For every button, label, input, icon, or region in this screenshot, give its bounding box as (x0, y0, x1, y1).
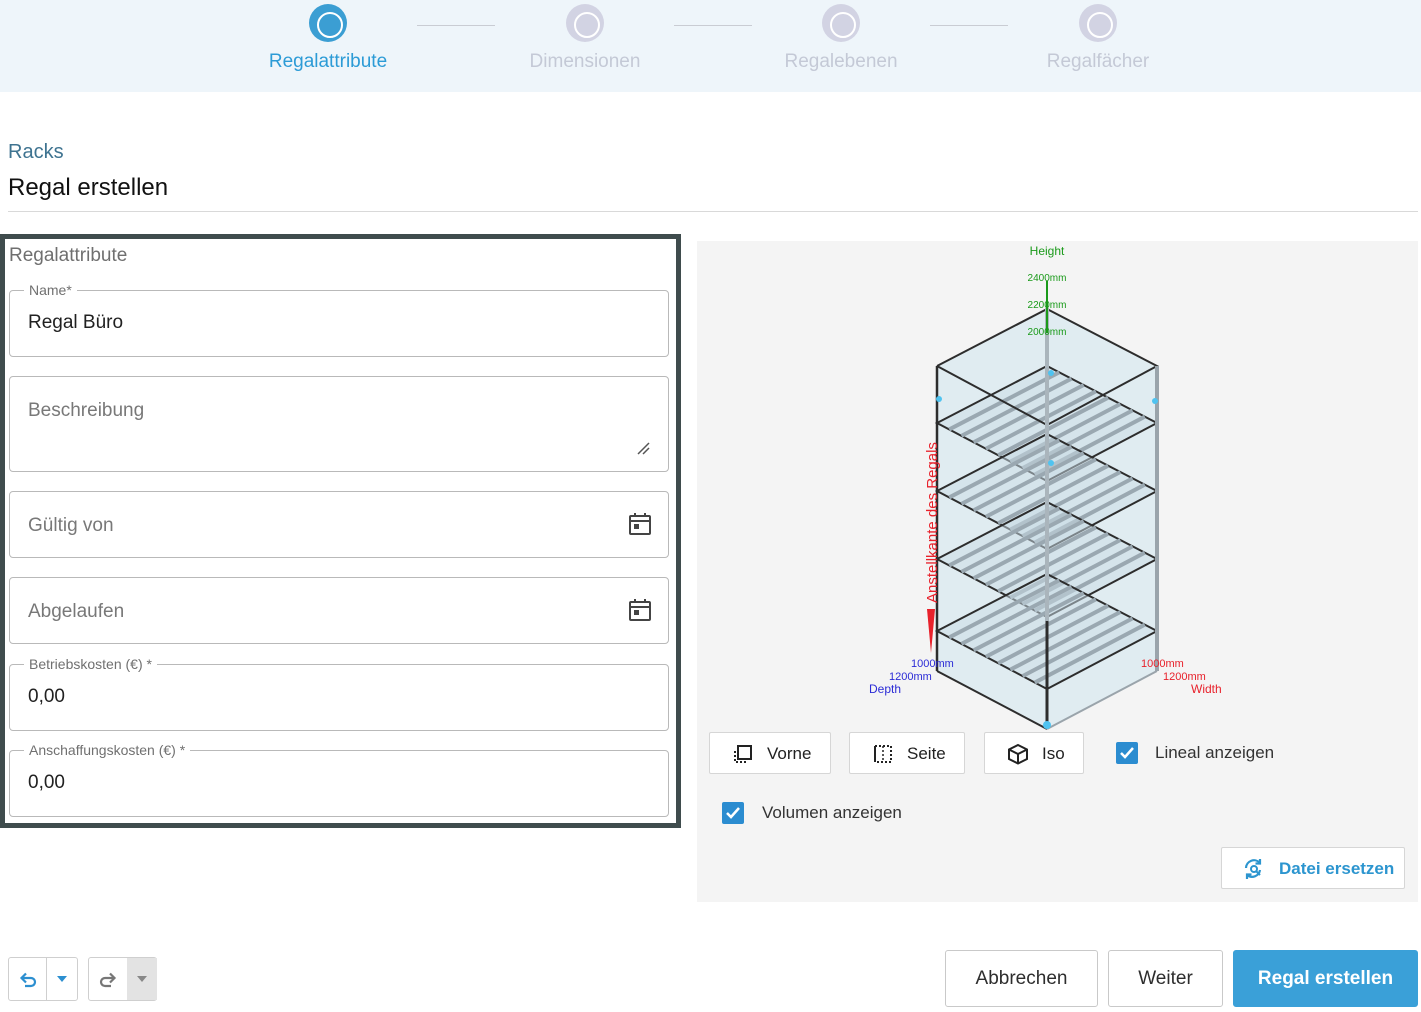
breadcrumb[interactable]: Racks (8, 141, 64, 163)
acquisition-cost-value[interactable]: 0,00 (28, 772, 65, 793)
check-icon (1120, 747, 1134, 759)
calendar-icon[interactable] (628, 598, 652, 622)
show-volume-checkbox[interactable] (722, 802, 744, 824)
operating-cost-value[interactable]: 0,00 (28, 686, 65, 707)
cube-icon (1008, 743, 1028, 765)
description-field[interactable]: Beschreibung (9, 376, 669, 472)
check-icon (726, 807, 740, 819)
depth-mark: 1000mm (911, 658, 954, 670)
iso-view-button[interactable]: Iso (984, 732, 1084, 774)
rack-attributes-form: Regalattribute Name* Regal Büro Beschrei… (0, 234, 681, 828)
name-label: Name* (24, 282, 77, 298)
step-inactive-icon (822, 4, 860, 42)
show-volume-label[interactable]: Volumen anzeigen (762, 803, 902, 822)
next-button[interactable]: Weiter (1108, 950, 1223, 1007)
replace-file-button[interactable]: Datei ersetzen (1221, 847, 1405, 889)
description-placeholder: Beschreibung (28, 400, 145, 421)
height-label: Height (1030, 244, 1065, 258)
front-view-button[interactable]: Vorne (709, 732, 831, 774)
side-view-label: Seite (907, 744, 946, 763)
edge-label: Anstellkante des Regals (924, 442, 941, 603)
undo-dropdown-button[interactable] (47, 958, 77, 1000)
step-active-icon (309, 4, 347, 42)
redo-dropdown-button[interactable] (127, 958, 157, 1000)
iso-view-label: Iso (1042, 744, 1065, 763)
height-mark: 2400mm (1028, 273, 1067, 284)
step-inactive-icon (566, 4, 604, 42)
acquisition-cost-field[interactable]: Anschaffungskosten (€) * 0,00 (9, 742, 669, 817)
front-view-label: Vorne (767, 744, 812, 763)
calendar-icon[interactable] (628, 512, 652, 536)
step-label: Regalfächer (1046, 51, 1150, 72)
step-label: Dimensionen (529, 51, 641, 72)
step-connector (930, 25, 1008, 26)
acquisition-cost-label: Anschaffungskosten (€) * (24, 742, 191, 758)
side-view-icon (874, 745, 892, 763)
create-rack-button[interactable]: Regal erstellen (1233, 950, 1418, 1007)
show-ruler-label[interactable]: Lineal anzeigen (1155, 743, 1275, 762)
cancel-button[interactable]: Abbrechen (945, 950, 1098, 1007)
step-connector (417, 25, 495, 26)
depth-mark: 1200mm (889, 671, 932, 683)
name-value[interactable]: Regal Büro (28, 312, 124, 333)
width-label: Width (1191, 682, 1222, 696)
height-mark: 2000mm (1028, 327, 1067, 338)
resize-handle-icon[interactable] (636, 441, 650, 455)
redo-icon (99, 972, 117, 988)
step-inactive-icon (1079, 4, 1117, 42)
section-title: Regalattribute (9, 245, 128, 266)
chevron-down-icon (137, 976, 147, 982)
valid-from-placeholder: Gültig von (28, 515, 114, 536)
valid-from-field[interactable]: Gültig von (9, 491, 669, 558)
chevron-down-icon (57, 976, 67, 982)
redo-button-group (88, 957, 157, 1001)
undo-button-group (8, 957, 78, 1001)
depth-label: Depth (869, 682, 901, 696)
expired-field[interactable]: Abgelaufen (9, 577, 669, 644)
replace-icon (1244, 859, 1262, 879)
step-connector (674, 25, 752, 26)
width-mark: 1200mm (1163, 671, 1206, 683)
show-ruler-checkbox[interactable] (1116, 742, 1138, 764)
step-regalattribute[interactable]: Regalattribute (228, 4, 428, 73)
step-label: Regalattribute (268, 51, 388, 72)
step-regalfaecher[interactable]: Regalfächer (998, 4, 1198, 73)
operating-cost-field[interactable]: Betriebskosten (€) * 0,00 (9, 656, 669, 731)
rack-preview-panel: Height 2400mm 2200mm 2000mm Anstellkante… (697, 241, 1418, 902)
undo-button[interactable] (9, 958, 47, 1000)
redo-button[interactable] (89, 958, 127, 1000)
page-title: Regal erstellen (8, 174, 169, 201)
name-field[interactable]: Name* Regal Büro (9, 282, 669, 357)
undo-icon (19, 972, 37, 988)
front-view-icon (734, 745, 752, 763)
step-regalebenen[interactable]: Regalebenen (741, 4, 941, 73)
edge-marker-icon (927, 609, 935, 653)
step-dimensionen[interactable]: Dimensionen (485, 4, 685, 73)
operating-cost-label: Betriebskosten (€) * (24, 656, 157, 672)
replace-file-label: Datei ersetzen (1279, 859, 1395, 878)
divider (8, 211, 1418, 212)
side-view-button[interactable]: Seite (849, 732, 965, 774)
rack-3d-preview[interactable]: Height 2400mm 2200mm 2000mm Anstellkante… (847, 241, 1267, 731)
height-mark: 2200mm (1028, 300, 1067, 311)
width-mark: 1000mm (1141, 658, 1184, 670)
expired-placeholder: Abgelaufen (28, 601, 125, 622)
stepper: Regalattribute Dimensionen Regalebenen R… (0, 0, 1421, 92)
step-label: Regalebenen (784, 51, 898, 72)
